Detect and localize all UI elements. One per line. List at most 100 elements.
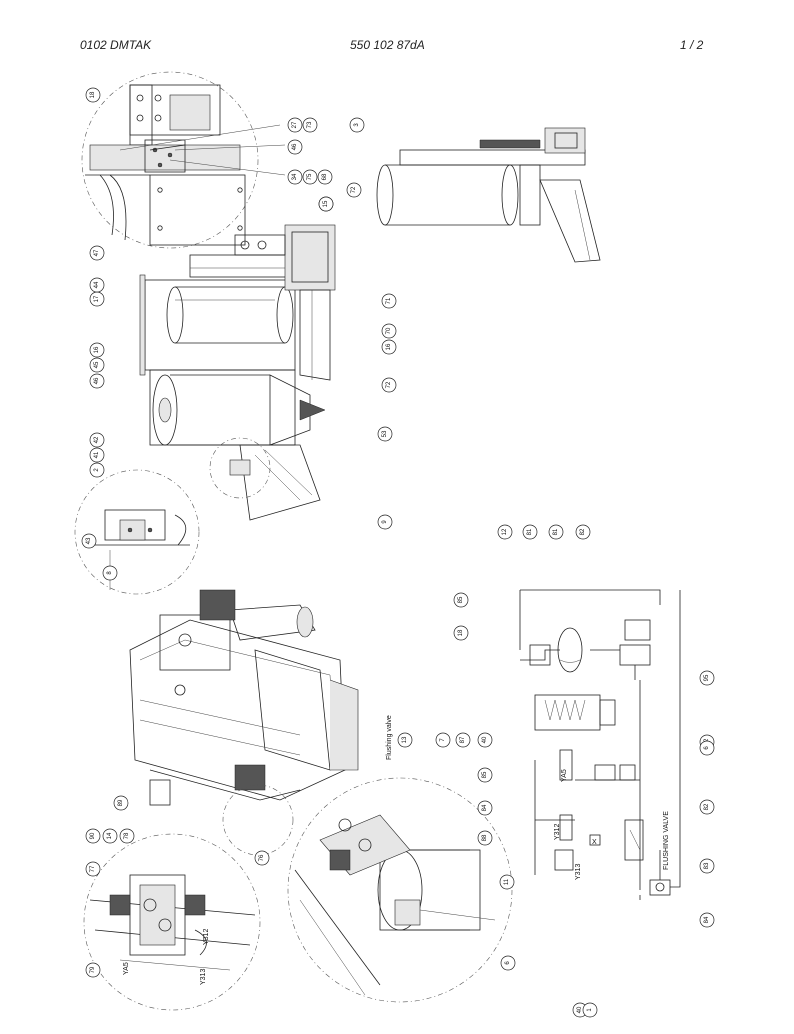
callout-number: 12 bbox=[502, 528, 508, 535]
callout-bubble: 82 bbox=[699, 799, 715, 815]
callout-bubble: 95 bbox=[699, 670, 715, 686]
callout-circle bbox=[254, 850, 270, 866]
callout-bubble: 71 bbox=[381, 293, 397, 309]
callout-circle bbox=[381, 377, 397, 393]
callout-bubble: 15 bbox=[318, 196, 334, 212]
callout-circle bbox=[497, 524, 513, 540]
callout-circle bbox=[381, 339, 397, 355]
callout-circle bbox=[89, 357, 105, 373]
callout-number: 84 bbox=[482, 804, 488, 811]
callout-circle bbox=[453, 592, 469, 608]
callout-bubble: 70 bbox=[381, 323, 397, 339]
callout-number: 9 bbox=[382, 520, 388, 524]
callout-number: 27 bbox=[292, 121, 298, 128]
callout-circle bbox=[302, 117, 318, 133]
callout-number: 18 bbox=[458, 629, 464, 636]
callout-circle bbox=[89, 447, 105, 463]
callout-number: 85 bbox=[482, 771, 488, 778]
callout-circle bbox=[349, 117, 365, 133]
callout-number: 47 bbox=[94, 249, 100, 256]
callout-number: 43 bbox=[86, 537, 92, 544]
callout-bubble: 12 bbox=[497, 524, 513, 540]
callout-bubble: 75 bbox=[302, 169, 318, 185]
detail-label-y312: Y312 bbox=[203, 929, 210, 945]
callout-circle bbox=[89, 342, 105, 358]
callout-number: 17 bbox=[94, 295, 100, 302]
callout-bubble: 18 bbox=[453, 625, 469, 641]
document-code: 0102 DMTAK bbox=[80, 38, 152, 52]
callout-circle bbox=[500, 955, 516, 971]
callout-circle bbox=[119, 828, 135, 844]
callout-circle bbox=[699, 912, 715, 928]
callout-bubble: 11 bbox=[499, 874, 515, 890]
callout-bubble: 16 bbox=[381, 339, 397, 355]
callout-bubble: 6 bbox=[699, 740, 715, 756]
x-label: X bbox=[592, 839, 597, 846]
callout-circle bbox=[381, 293, 397, 309]
callout-bubble: 88 bbox=[477, 830, 493, 846]
callout-bubble: 81 bbox=[522, 524, 538, 540]
callout-bubble: 3 bbox=[349, 117, 365, 133]
callout-circle bbox=[102, 828, 118, 844]
callout-bubble: 47 bbox=[89, 245, 105, 261]
callout-bubble: 84 bbox=[477, 800, 493, 816]
callout-circle bbox=[699, 670, 715, 686]
main-assembly-view bbox=[139, 224, 336, 521]
detail-view-bottom-left bbox=[83, 833, 261, 1011]
callout-bubble: 89 bbox=[113, 795, 129, 811]
callout-number: 44 bbox=[94, 281, 100, 288]
callout-bubble: 90 bbox=[85, 828, 101, 844]
callout-bubble: 16 bbox=[89, 342, 105, 358]
callout-circle bbox=[455, 732, 471, 748]
frame-assembly-view bbox=[129, 589, 359, 856]
callout-circle bbox=[435, 732, 451, 748]
callout-circle bbox=[477, 800, 493, 816]
callout-number: 70 bbox=[386, 327, 392, 334]
callout-number: 89 bbox=[118, 799, 124, 806]
callout-number: 81 bbox=[553, 528, 559, 535]
callout-number: 40 bbox=[577, 1006, 583, 1013]
callout-number: 16 bbox=[386, 343, 392, 350]
callout-bubble: 18 bbox=[85, 87, 101, 103]
callout-bubble: 73 bbox=[302, 117, 318, 133]
detail-view-top bbox=[81, 71, 286, 249]
callout-circle bbox=[381, 323, 397, 339]
callout-number: 75 bbox=[307, 173, 313, 180]
detail-view-left bbox=[74, 469, 200, 595]
detail-label-ya5: YA5 bbox=[123, 962, 130, 975]
callout-number: 72 bbox=[351, 186, 357, 193]
callout-circle bbox=[287, 117, 303, 133]
callout-number: 13 bbox=[402, 736, 408, 743]
callout-number: 90 bbox=[90, 832, 96, 839]
callout-number: 53 bbox=[382, 430, 388, 437]
callout-number: 77 bbox=[90, 865, 96, 872]
callout-bubble: 34 bbox=[287, 169, 303, 185]
callout-bubble: 8 bbox=[102, 565, 118, 581]
callout-circle bbox=[89, 462, 105, 478]
callout-circle bbox=[575, 524, 591, 540]
callout-number: 6 bbox=[704, 746, 710, 750]
callout-bubble: 41 bbox=[89, 447, 105, 463]
callout-bubble: 17 bbox=[89, 291, 105, 307]
callout-circle bbox=[377, 426, 393, 442]
callout-number: 40 bbox=[482, 736, 488, 743]
callout-circle bbox=[499, 874, 515, 890]
callout-circle bbox=[548, 524, 564, 540]
callout-number: 11 bbox=[504, 878, 510, 885]
callout-bubble: 77 bbox=[85, 861, 101, 877]
callout-circle bbox=[85, 861, 101, 877]
callout-circle bbox=[477, 732, 493, 748]
callout-number: 2 bbox=[94, 468, 100, 472]
callout-number: 71 bbox=[386, 297, 392, 304]
callout-number: 14 bbox=[107, 832, 113, 839]
callout-number: 1 bbox=[587, 1008, 593, 1012]
callout-circle bbox=[453, 625, 469, 641]
callout-circle bbox=[81, 533, 97, 549]
callout-number: 15 bbox=[323, 200, 329, 207]
callout-circle bbox=[522, 524, 538, 540]
callout-bubble: 7 bbox=[435, 732, 451, 748]
flushing-valve-schematic-label: FLUSHING VALVE bbox=[663, 811, 670, 870]
callout-number: 95 bbox=[704, 674, 710, 681]
callout-number: 45 bbox=[94, 361, 100, 368]
callout-number: 76 bbox=[259, 854, 265, 861]
